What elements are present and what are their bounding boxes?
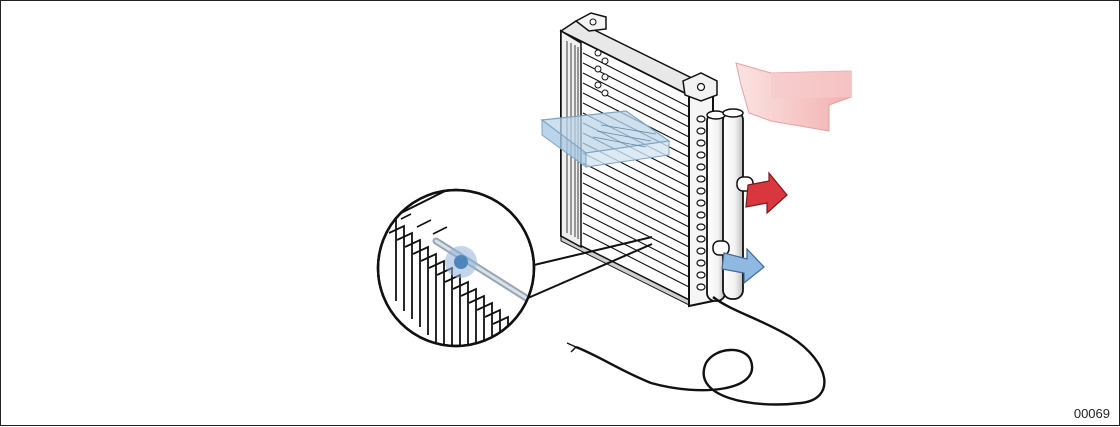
airflow-arrow <box>736 63 851 131</box>
figure-reference-code: 00069 <box>1074 406 1110 421</box>
capillary-tube <box>567 297 824 404</box>
